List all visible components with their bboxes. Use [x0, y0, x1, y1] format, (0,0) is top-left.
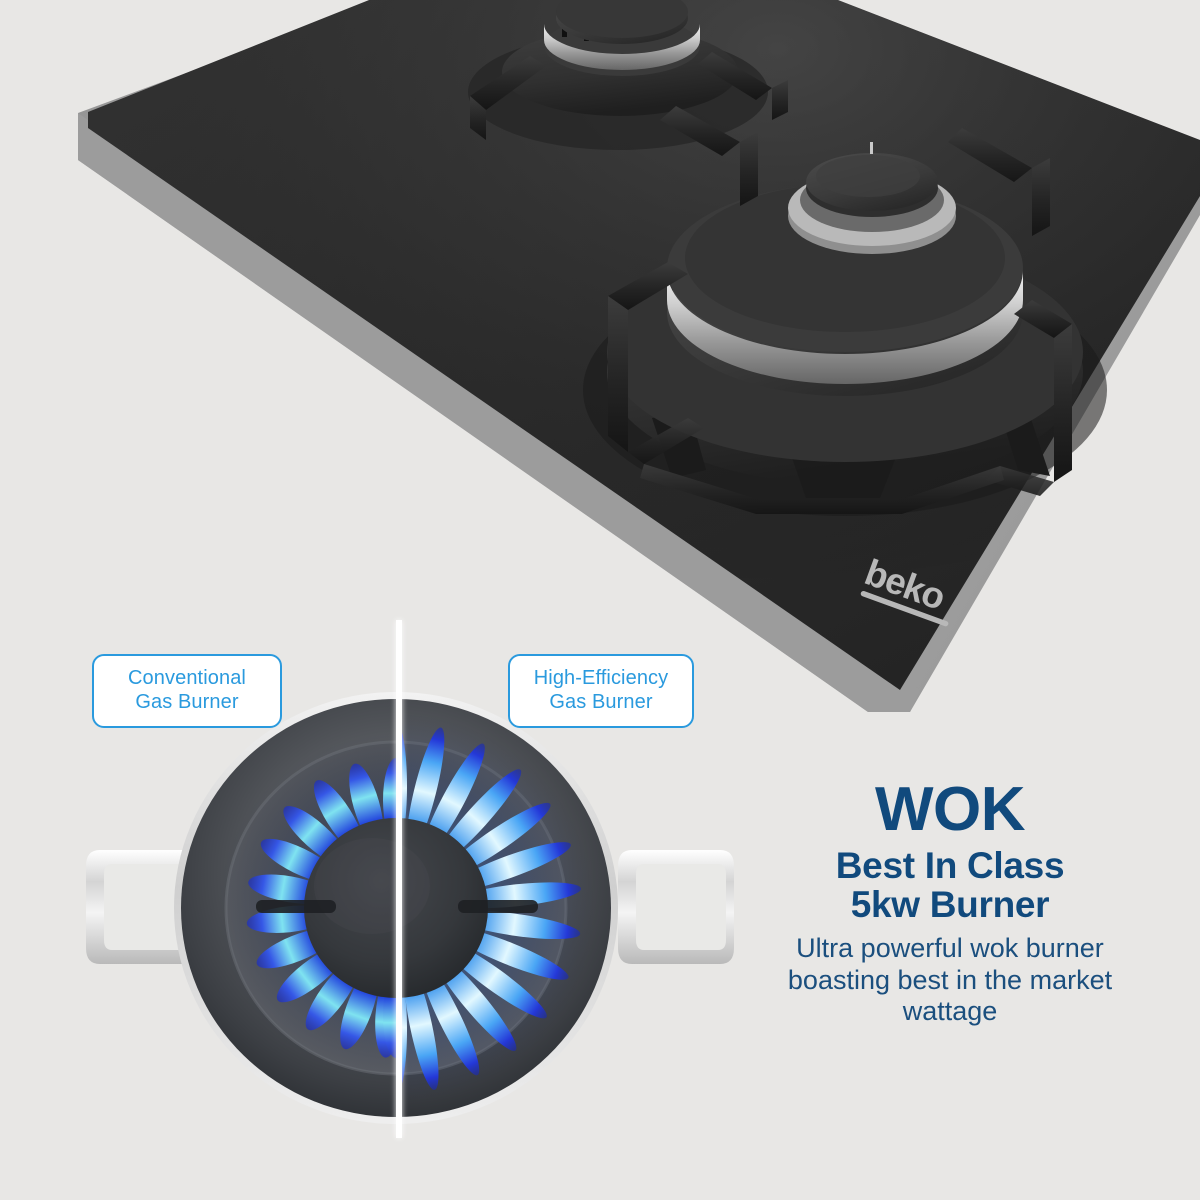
igniter-bars [256, 900, 538, 913]
badge-high-efficiency-gas-burner: High-Efficiency Gas Burner [508, 654, 694, 728]
description-text: Ultra powerful wok burner boasting best … [787, 933, 1113, 1027]
wok-pan-support-grate [608, 106, 1072, 514]
pot-handle-left [86, 850, 202, 964]
headline-wok: WOK [874, 775, 1026, 844]
pot-handle-right [618, 850, 734, 964]
rear-burner-assembly [468, 0, 788, 150]
marketing-copy-block: WOK Best In Class 5kw Burner Ultra power… [780, 775, 1120, 1027]
badge-conventional-gas-burner: Conventional Gas Burner [92, 654, 282, 728]
subheadline-line-2: 5kw Burner [850, 884, 1050, 926]
hero-product-image: beko [78, 0, 1200, 712]
gas-hob-illustration: beko [78, 0, 1200, 712]
wok-burner-assembly [583, 106, 1107, 516]
rear-grate [470, 52, 788, 140]
comparison-divider [396, 620, 402, 1138]
chrome-flame-ring [667, 270, 1023, 384]
subheadline-line-1: Best In Class [835, 844, 1065, 886]
